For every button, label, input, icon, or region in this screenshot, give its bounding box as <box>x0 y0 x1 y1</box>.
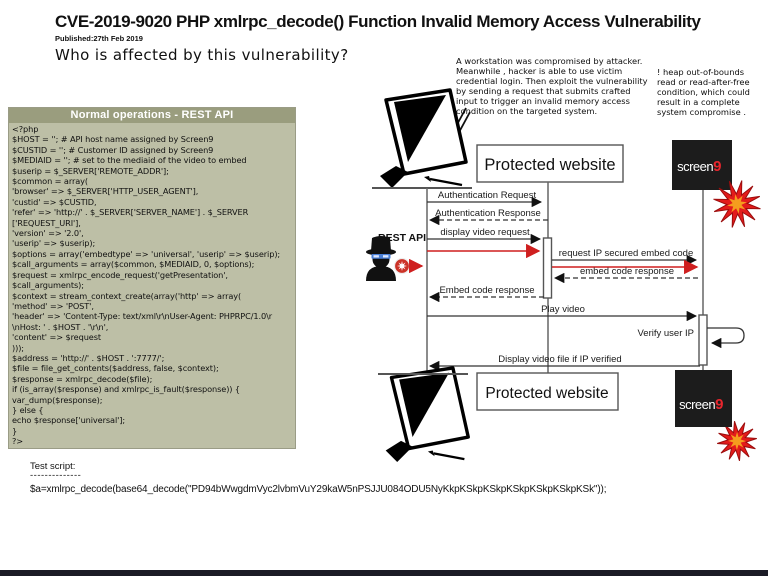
workstation-top-icon <box>372 88 472 190</box>
workstation-bottom-icon <box>378 366 470 464</box>
message-request-ip-secured-embed-code: request IP secured embed code <box>552 248 698 266</box>
svg-text:Play video: Play video <box>541 304 585 315</box>
svg-text:embed code response: embed code response <box>580 266 674 277</box>
message-authentication-response: Authentication Response <box>428 208 548 226</box>
screen9-digit-text: 9 <box>713 158 721 175</box>
question-heading: Who is affected by this vulnerability? <box>55 46 349 64</box>
activation-bar-screen9 <box>698 314 708 366</box>
exploit-badge-icon <box>393 257 411 275</box>
message-embed-code-response-left: Embed code response <box>428 285 544 303</box>
svg-text:display video request: display video request <box>440 227 530 238</box>
message-embed-code-response-right: embed code response <box>553 266 698 284</box>
hacker-icon <box>366 236 396 281</box>
published-date: Published:27th Feb 2019 <box>55 34 143 43</box>
note-workstation-compromised: A workstation was compromised by attacke… <box>456 56 648 116</box>
screen9-top-box <box>672 140 732 190</box>
svg-text:Authentication Request: Authentication Request <box>438 190 537 201</box>
code-panel: Normal operations - REST API <?php $HOST… <box>8 107 296 449</box>
explosion-icon-top <box>713 180 761 228</box>
code-lines: <?php $HOST = ''; # API host name assign… <box>12 124 281 447</box>
screen9-bottom-box <box>675 370 732 427</box>
test-script-code: $a=xmlrpc_decode(base64_decode("PD94bWwg… <box>30 484 607 495</box>
svg-text:Embed code response: Embed code response <box>439 285 534 296</box>
message-display-video-file: Display video file if IP verified <box>428 354 700 372</box>
svg-text:Display video file if IP verif: Display video file if IP verified <box>498 354 621 365</box>
code-panel-header: Normal operations - REST API <box>9 108 295 123</box>
note-heap-out-of-bounds: ! heap out-of-bounds read or read-after-… <box>657 67 750 117</box>
page-title: CVE-2019-9020 PHP xmlrpc_decode() Functi… <box>55 12 701 31</box>
protected-website-top-box <box>476 144 624 183</box>
screen9-top-logo: screen9 <box>677 158 721 175</box>
svg-text:Verify user IP: Verify user IP <box>638 328 695 339</box>
svg-text:Authentication Response: Authentication Response <box>435 208 541 219</box>
protected-website-bottom-label: Protected website <box>485 385 608 402</box>
protected-website-bottom-box <box>476 372 619 411</box>
test-script-divider: -------------- <box>30 470 82 481</box>
explosion-icon-bottom <box>717 421 757 461</box>
svg-text:request IP secured embed code: request IP secured embed code <box>559 248 694 259</box>
screen9-bottom-logo: screen9 <box>679 396 723 413</box>
test-script-label: Test script: <box>30 461 76 472</box>
screen9-brand-text: screen <box>679 397 715 412</box>
message-play-video: Play video <box>427 304 698 322</box>
screen9-digit-text: 9 <box>715 396 723 413</box>
protected-website-top-label: Protected website <box>484 156 615 174</box>
screen9-brand-text: screen <box>677 159 713 174</box>
activation-bar-website <box>542 237 553 299</box>
message-authentication-request: Authentication Request <box>427 190 543 208</box>
slide-footer-bar <box>0 570 768 576</box>
message-verify-user-ip: Verify user IP <box>638 327 745 349</box>
message-display-video-request: display video request <box>427 227 542 245</box>
